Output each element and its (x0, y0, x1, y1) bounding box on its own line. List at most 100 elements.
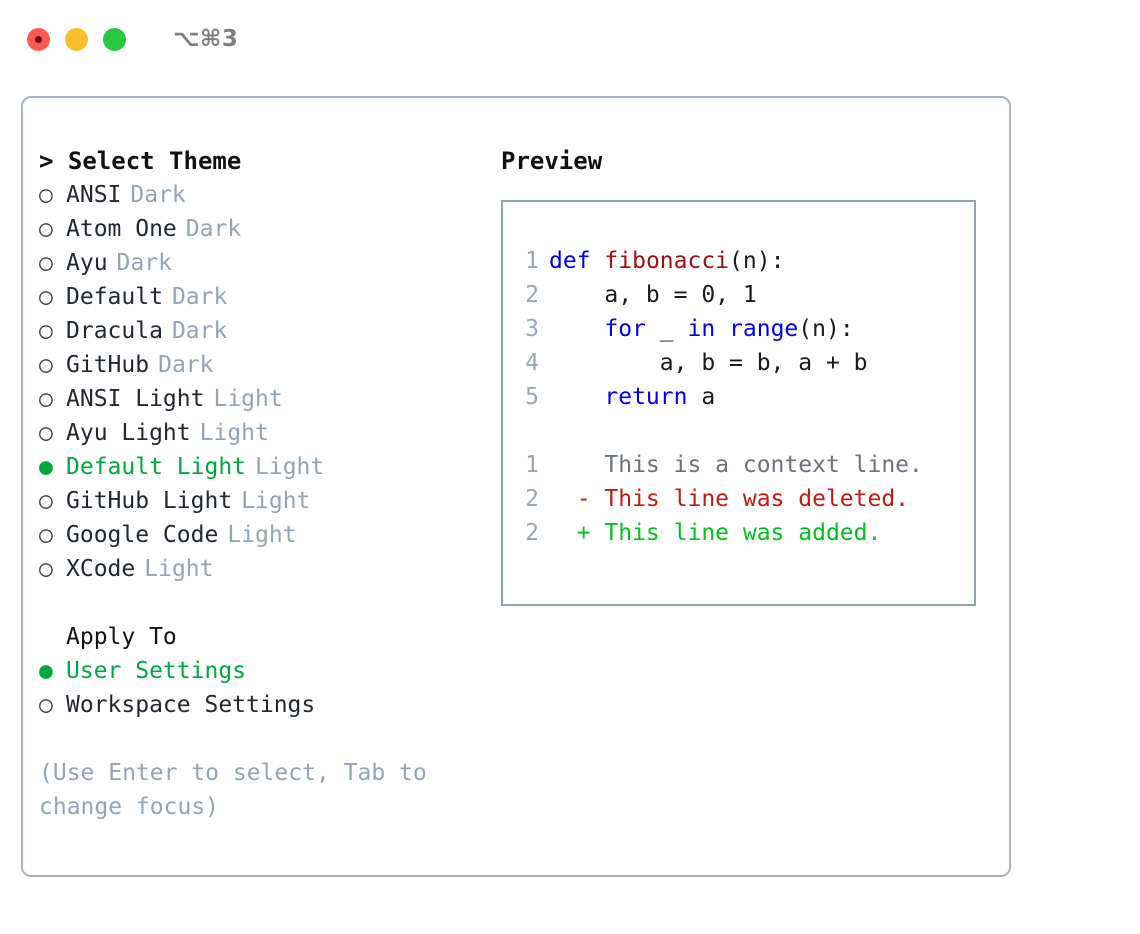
diff-line-number: 2 (525, 486, 539, 512)
code-line-number: 3 (525, 316, 539, 342)
code-token-pl (549, 384, 604, 410)
theme-option-tag: Dark (185, 216, 242, 242)
radio-unselected-icon: ○ (39, 352, 53, 378)
code-blank-line (515, 414, 923, 448)
code-token-pl: a, b = 0, 1 (549, 282, 757, 308)
diff-line-number: 1 (525, 452, 539, 478)
preview-title: Preview (501, 147, 603, 175)
theme-option-google-code[interactable]: ○ Google Code Light (39, 518, 469, 552)
apply-to-option-workspace-settings[interactable]: ○Workspace Settings (39, 688, 469, 722)
theme-option-label: Google Code (66, 522, 219, 548)
theme-option-tag: Light (227, 522, 297, 548)
code-token-pl (715, 316, 729, 342)
diff-sign: - (549, 486, 591, 512)
theme-option-tag: Light (199, 420, 269, 446)
code-line: 4 a, b = b, a + b (515, 346, 923, 380)
radio-unselected-icon: ○ (39, 284, 53, 310)
minimize-button[interactable] (65, 27, 88, 51)
diff-line-number: 2 (525, 520, 539, 546)
theme-option-label: Default Light (66, 454, 247, 480)
diff-line-context: 1 This is a context line. (515, 448, 923, 482)
code-line: 3 for _ in range(n): (515, 312, 923, 346)
code-token-pl: _ (645, 316, 688, 342)
theme-option-tag: Dark (116, 250, 172, 276)
theme-option-ansi-light[interactable]: ○ ANSI Light Light (39, 382, 469, 416)
theme-option-tag: Dark (171, 284, 228, 310)
theme-option-ayu[interactable]: ○ Ayu Dark (39, 246, 469, 280)
code-line: 1 def fibonacci(n): (515, 244, 923, 278)
window-controls (27, 27, 126, 51)
theme-option-tag: Dark (158, 352, 214, 378)
theme-option-label: Ayu (66, 250, 108, 276)
theme-option-label: GitHub (66, 352, 150, 378)
diff-sign: + (549, 520, 591, 546)
code-token-kw: range (729, 316, 799, 342)
diff-sign (549, 452, 591, 478)
code-token-kw: for (604, 316, 646, 342)
theme-option-github[interactable]: ○ GitHub Dark (39, 348, 469, 382)
apply-to-list: ● User Settings ○Workspace Settings (39, 654, 469, 722)
keyboard-hint: (Use Enter to select, Tab to change focu… (39, 760, 427, 820)
theme-option-label: Atom One (66, 216, 177, 242)
theme-option-tag: Dark (171, 318, 228, 344)
close-button[interactable] (27, 27, 50, 51)
radio-selected-icon: ● (39, 658, 53, 684)
title-bar: ⌥⌘3 (0, 0, 1140, 78)
radio-unselected-icon: ○ (39, 420, 53, 446)
theme-option-tag: Light (241, 488, 311, 514)
theme-option-default[interactable]: ○ Default Dark (39, 280, 469, 314)
code-token-kw: return (604, 384, 688, 410)
section-spacer (39, 586, 469, 620)
radio-unselected-icon: ○ (39, 182, 53, 208)
code-line-number: 2 (525, 282, 539, 308)
code-token-pl (549, 316, 604, 342)
apply-to-option-user-settings[interactable]: ● User Settings (39, 654, 469, 688)
code-token-pl (591, 248, 605, 274)
code-line-number: 1 (525, 248, 539, 274)
code-token-pl: (n): (798, 316, 854, 342)
keyboard-shortcut-label: ⌥⌘3 (173, 26, 239, 52)
diff-text: This line was deleted. (590, 486, 910, 512)
code-token-pl: a (687, 384, 716, 410)
radio-unselected-icon: ○ (39, 386, 53, 412)
theme-option-label: ANSI Light (66, 386, 205, 412)
radio-unselected-icon: ○ (39, 216, 53, 242)
theme-option-label: ANSI (66, 182, 122, 208)
theme-option-tag: Light (144, 556, 214, 582)
apply-to-title: Apply To (66, 624, 177, 650)
code-line-number: 5 (525, 384, 539, 410)
theme-option-label: GitHub Light (66, 488, 233, 514)
code-token-kw: in (687, 316, 716, 342)
theme-option-xcode[interactable]: ○ XCode Light (39, 552, 469, 586)
code-token-pl: a, b = b, a + b (549, 350, 868, 376)
code-token-fn: fibonacci (604, 248, 730, 274)
diff-text: This line was added. (590, 520, 882, 546)
theme-option-label: Dracula (66, 318, 163, 344)
code-line-number: 4 (525, 350, 539, 376)
diff-line-added: 2 + This line was added. (515, 516, 923, 550)
theme-option-dracula[interactable]: ○ Dracula Dark (39, 314, 469, 348)
radio-unselected-icon: ○ (39, 250, 53, 276)
maximize-button[interactable] (103, 27, 126, 51)
apply-to-option-label: User Settings (66, 658, 247, 684)
theme-option-ayu-light[interactable]: ○ Ayu Light Light (39, 416, 469, 450)
page-title: > Select Theme (39, 147, 242, 175)
radio-unselected-icon: ○ (39, 556, 53, 582)
theme-option-label: Ayu Light (66, 420, 191, 446)
theme-option-label: Default (66, 284, 163, 310)
theme-option-label: XCode (66, 556, 136, 582)
theme-option-tag: Light (213, 386, 283, 412)
radio-unselected-icon: ○ (39, 318, 53, 344)
code-token-kw: def (549, 248, 591, 274)
theme-option-atom-one[interactable]: ○ Atom One Dark (39, 212, 469, 246)
code-token-pl: (n): (729, 248, 785, 274)
radio-unselected-icon: ○ (39, 522, 53, 548)
